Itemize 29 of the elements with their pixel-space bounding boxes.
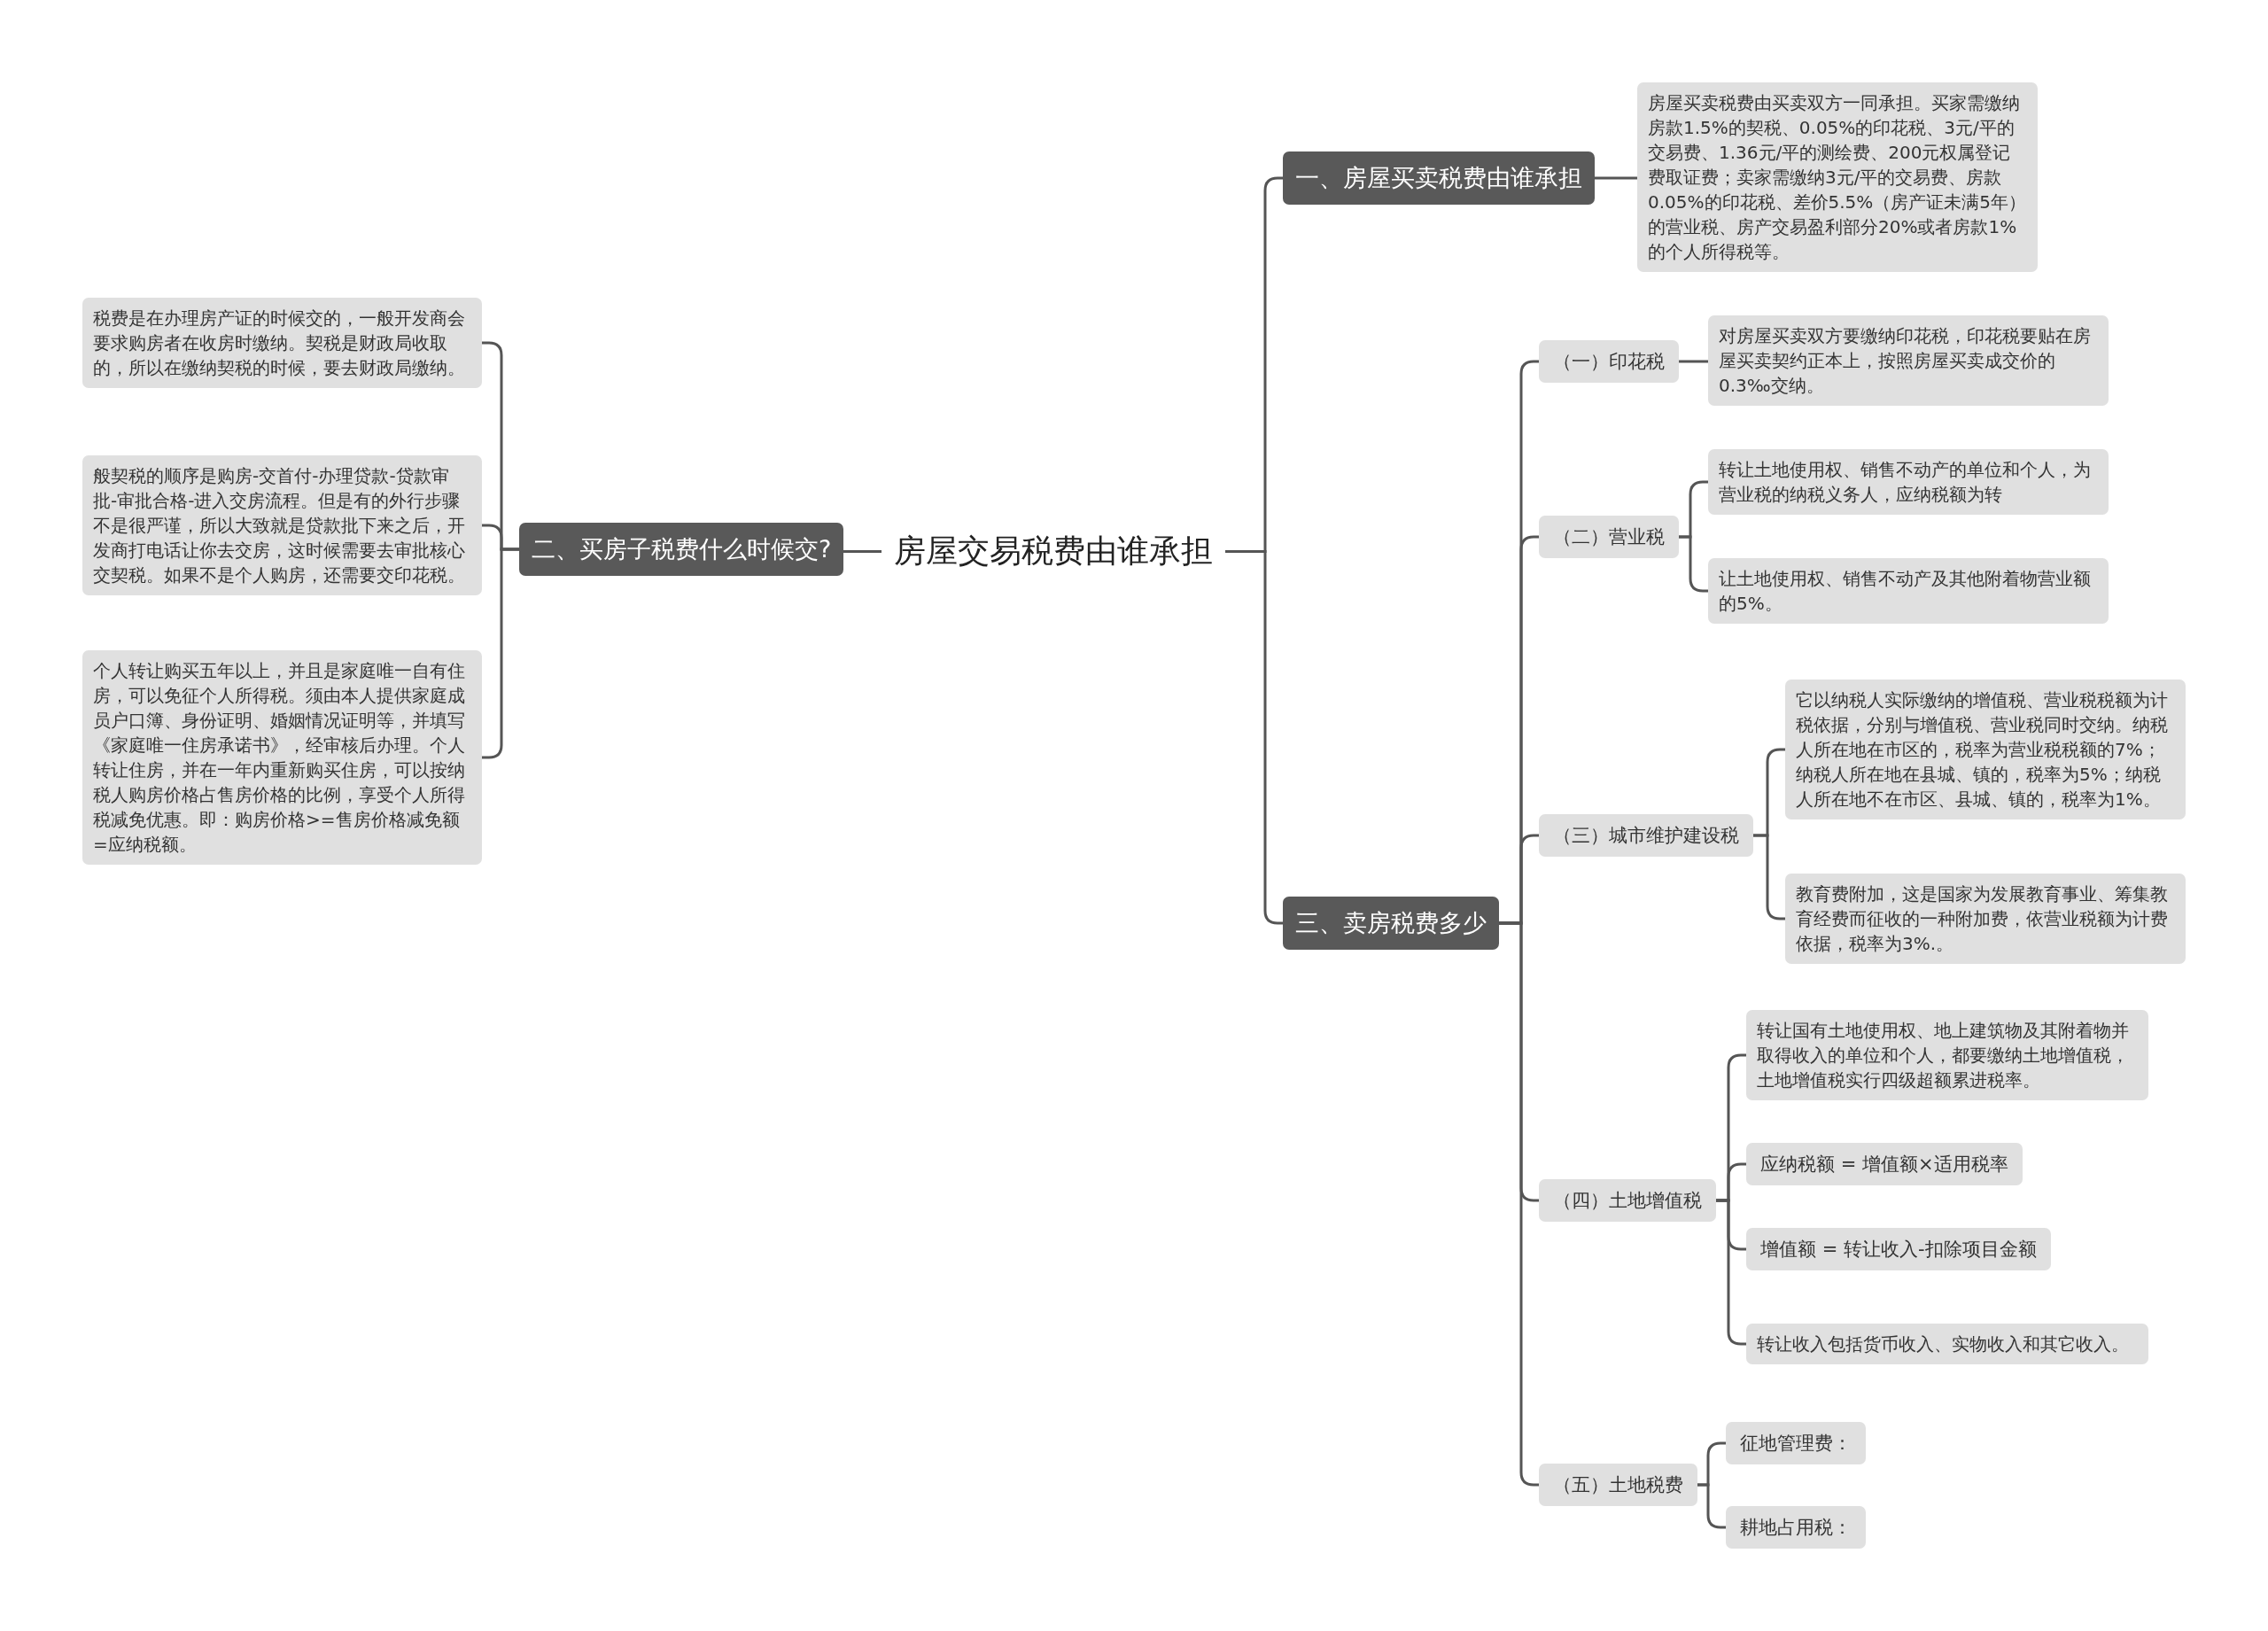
note-box: 转让收入包括货币收入、实物收入和其它收入。	[1746, 1324, 2148, 1364]
connector-line	[1679, 360, 1708, 363]
topic-box: （四）土地增值税	[1539, 1179, 1716, 1222]
branch-topic: 三、卖房税费多少	[1283, 897, 1499, 950]
note-box: 房屋买卖税费由买卖双方一同承担。买家需缴纳房款1.5%的契税、0.05%的印花税、3元/平的交易费、1.36元/平的测绘费、200元权属登记费取证费；卖家需缴纳3元/平的交易费、房款0.05%的印花税、差价5.5%（房产证未满5年）的营业税、房产交易盈利部分20%或者房款1%的个人所得税等。	[1637, 82, 2038, 272]
topic-box: （三）城市维护建设税	[1539, 814, 1753, 857]
branch-topic: 一、房屋买卖税费由谁承担	[1283, 151, 1595, 205]
topic-box: （五）土地税费	[1539, 1464, 1697, 1506]
note-box: 税费是在办理房产证的时候交的，一般开发商会要求购房者在收房时缴纳。契税是财政局收取的，所以在缴纳契税的时候，要去财政局缴纳。	[82, 298, 482, 388]
connector-line	[1697, 1483, 1726, 1529]
topic-box: 增值额 = 转让收入-扣除项目金额	[1746, 1228, 2051, 1270]
connector-line	[1595, 176, 1637, 180]
connector-line	[843, 550, 882, 553]
branch-topic: 二、买房子税费什么时候交?	[519, 523, 844, 576]
topic-box: （一）印花税	[1539, 340, 1679, 383]
note-box: 般契税的顺序是购房-交首付-办理贷款-贷款审批-审批合格-进入交房流程。但是有的外行步骤不是很严谨，所以大致就是贷款批下来之后，开发商打电话让你去交房，这时候需要去审批核心交契税。如果不是个人购房，还需要交印花税。	[82, 455, 482, 595]
topic-box: 应纳税额 = 增值额×适用税率	[1746, 1143, 2023, 1185]
note-box: 教育费附加，这是国家为发展教育事业、筹集教育经费而征收的一种附加费，依营业税额为计费依据，税率为3%.。	[1785, 874, 2186, 964]
note-box: 它以纳税人实际缴纳的增值税、营业税税额为计税依据，分别与增值税、营业税同时交纳。纳税人所在地在市区的，税率为营业税税额的7%；纳税人所在地在县城、镇的，税率为5%；纳税人所在地不在市区、县城、镇的，税率为1%。	[1785, 680, 2186, 819]
note-box: 让土地使用权、销售不动产及其他附着物营业额的5%。	[1708, 558, 2109, 624]
topic-box: （二）营业税	[1539, 516, 1679, 558]
note-box: 对房屋买卖双方要缴纳印花税，印花税要贴在房屋买卖契约正本上，按照房屋买卖成交价的0.3‰交纳。	[1708, 315, 2109, 406]
connector-line	[482, 548, 519, 759]
topic-box: 耕地占用税：	[1726, 1506, 1866, 1549]
central-topic: 房屋交易税费由谁承担	[882, 524, 1225, 579]
note-box: 个人转让购买五年以上，并且是家庭唯一自有住房，可以免征个人所得税。须由本人提供家庭成员户口簿、身份证明、婚姻情况证明等，并填写《家庭唯一住房承诺书》，经审核后办理。个人转让住房，并在一年内重新购买住房，可以按纳税人购房价格占售房价格的比例，享受个人所得税减免优惠。即：购房价格>=售房价格减免额=应纳税额。	[82, 650, 482, 865]
note-box: 转让国有土地使用权、地上建筑物及其附着物并取得收入的单位和个人，都要缴纳土地增值税，土地增值税实行四级超额累进税率。	[1746, 1010, 2148, 1100]
note-box: 转让土地使用权、销售不动产的单位和个人，为营业税的纳税义务人，应纳税额为转	[1708, 449, 2109, 515]
topic-box: 征地管理费：	[1726, 1422, 1866, 1464]
